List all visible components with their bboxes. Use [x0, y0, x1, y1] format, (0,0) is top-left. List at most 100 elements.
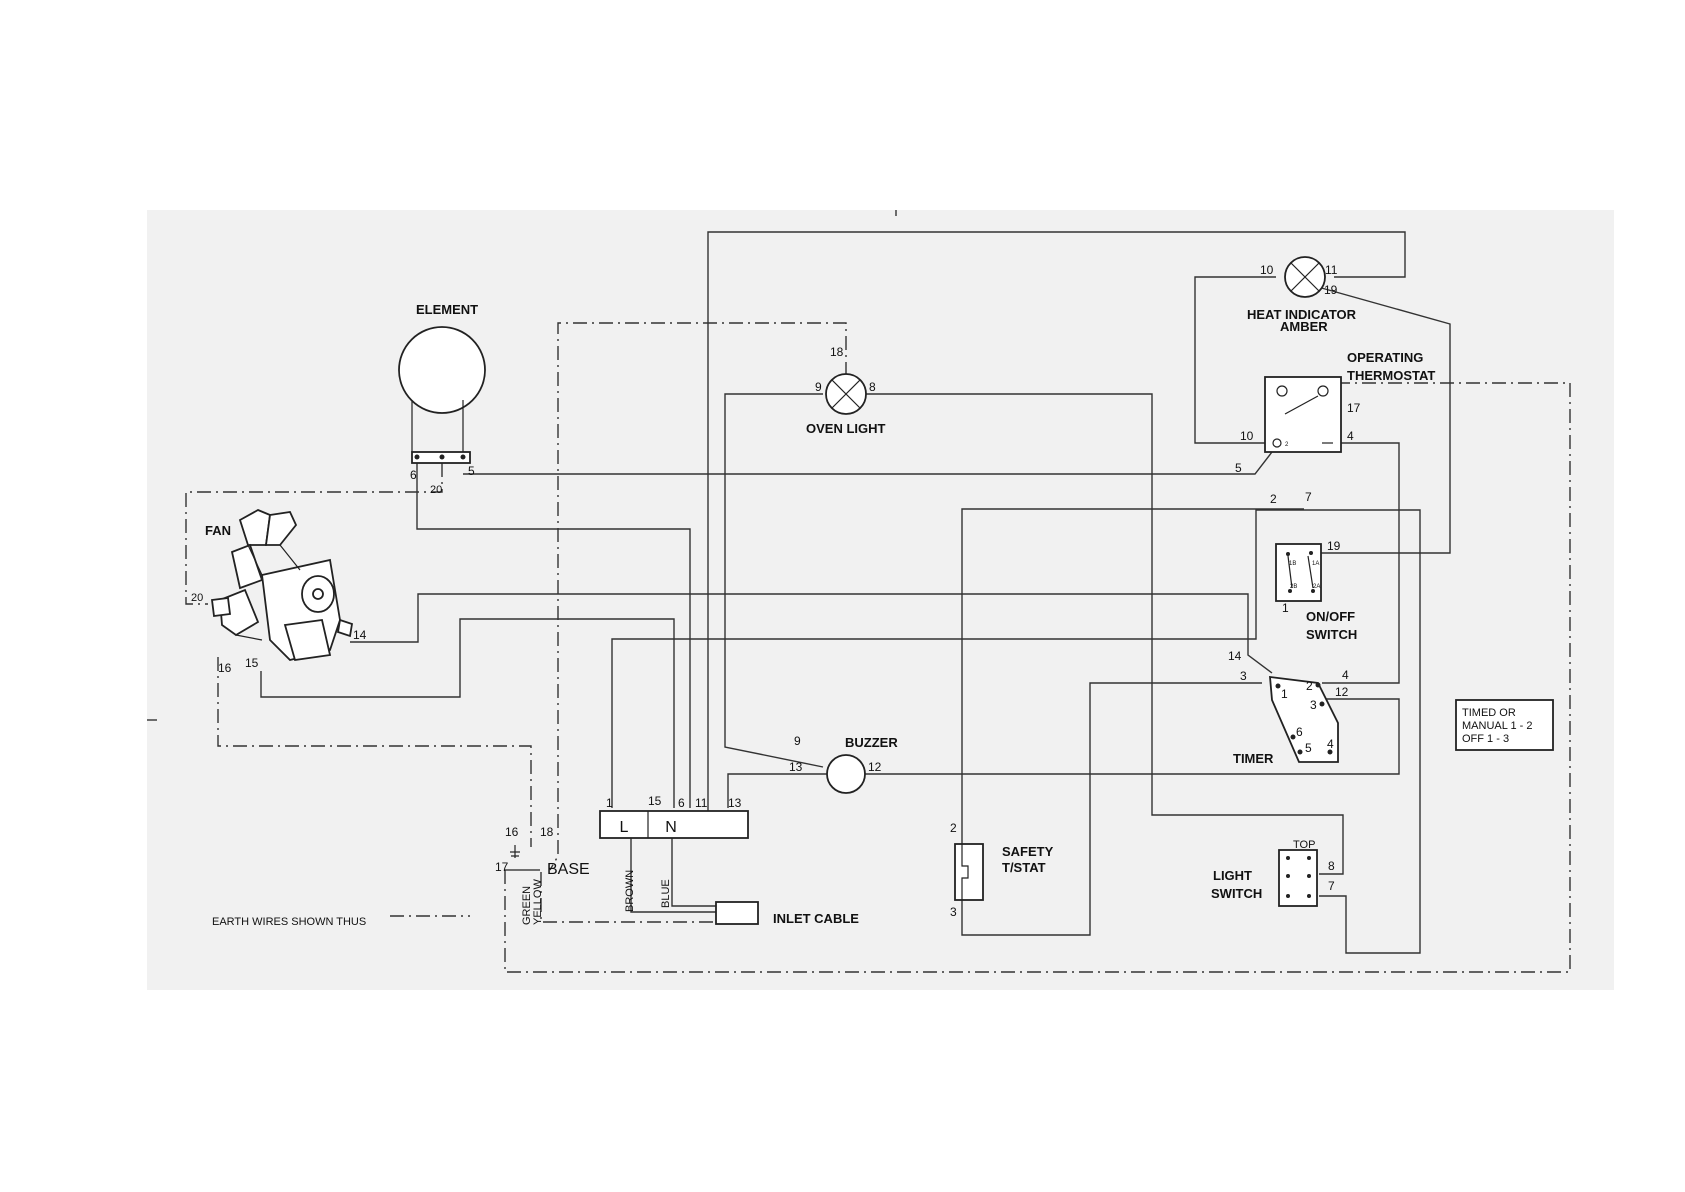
num-block-11: 11 [695, 796, 708, 810]
timer-contact-2 [1315, 682, 1321, 688]
onoff-contact-1a [1309, 551, 1313, 555]
label-timer: TIMER [1233, 751, 1274, 766]
heat-indicator-cross-b [1290, 262, 1320, 292]
wire-brown [630, 838, 716, 913]
onoff-inner-1a: 1A [1312, 561, 1319, 567]
wire-fan15-block6 [260, 618, 675, 808]
earth-wires [185, 322, 1571, 973]
terminal-n: N [665, 819, 677, 836]
light-switch [1278, 849, 1318, 907]
label-tstat: T/STAT [1002, 860, 1046, 875]
timer-contact-6 [1290, 734, 1296, 740]
onoff-contact-2a [1311, 589, 1315, 593]
terminal-block-body [599, 810, 749, 839]
onoff-rocker-b [1307, 555, 1314, 589]
oven-light-cross-b [831, 379, 861, 409]
fan-tab-left [210, 596, 232, 618]
oven-light [825, 373, 867, 415]
num-block-1: 1 [606, 796, 613, 810]
num-light-sw-8: 8 [1328, 859, 1335, 873]
wire-timer12-buzzer12 [865, 698, 1400, 775]
earth-element-fan [185, 463, 443, 605]
label-base: BASE [547, 861, 590, 878]
num-onoff-2: 2 [1270, 492, 1277, 506]
num-fan-20: 20 [191, 592, 203, 604]
earth-ovenlight-base [549, 322, 847, 871]
thermostat-contact-right [1317, 385, 1329, 397]
component-labels: ELEMENT FAN OVEN LIGHT HEAT INDICATOR AM… [205, 302, 1435, 928]
light-switch-pin-1 [1286, 856, 1290, 860]
num-block-13: 13 [728, 796, 742, 810]
onoff-contact-1b [1286, 552, 1290, 556]
wire-onoff7-safety2 [961, 508, 1304, 936]
timer: 1 2 3 4 5 6 [1269, 675, 1339, 763]
wire-blue [671, 838, 716, 907]
safety-thermostat [954, 843, 984, 901]
element [398, 326, 486, 464]
label-buzzer: BUZZER [845, 735, 898, 750]
element-coil [398, 326, 486, 414]
wire-heat19-onoff19 [1311, 286, 1451, 554]
element-terminal-20 [439, 454, 445, 460]
light-switch-pin-4 [1307, 874, 1311, 878]
label-heat-indicator: HEAT INDICATOR [1247, 307, 1357, 322]
num-thermo-10: 10 [1240, 429, 1254, 443]
timer-inner-6: 6 [1296, 725, 1303, 739]
element-terminal-6 [414, 454, 420, 460]
num-timer-12: 12 [1335, 685, 1349, 699]
num-buzzer-13: 13 [789, 760, 803, 774]
wire-thermo4-timer4 [1322, 442, 1400, 684]
num-block-15: 15 [648, 794, 662, 808]
label-light-switch: SWITCH [1211, 886, 1262, 901]
fan-blade-top2 [264, 511, 298, 546]
num-timer-3: 3 [1240, 669, 1247, 683]
num-element-5: 5 [468, 464, 475, 478]
onoff-rocker-a [1287, 555, 1293, 589]
fan-blade-bottom [219, 588, 260, 637]
buzzer [826, 754, 866, 794]
num-buzzer-9: 9 [794, 734, 801, 748]
label-green: GREEN [521, 886, 533, 925]
heat-indicator [1284, 256, 1326, 298]
fan-icon [210, 509, 354, 662]
label-operating: OPERATING [1347, 350, 1423, 365]
base-earth [505, 845, 540, 871]
num-onoff-1: 1 [1282, 601, 1289, 615]
light-switch-pin-6 [1307, 894, 1311, 898]
timer-inner-3: 3 [1310, 698, 1317, 712]
num-onoff-19: 19 [1327, 539, 1341, 553]
num-oven-light-9: 9 [815, 380, 822, 394]
num-oven-light-8: 8 [869, 380, 876, 394]
label-earth-note: EARTH WIRES SHOWN THUS [212, 916, 366, 928]
timer-contact-5 [1297, 749, 1303, 755]
wire-heat10-thermo10 [1194, 276, 1276, 444]
num-fan-16: 16 [218, 661, 232, 675]
num-timer-14: 14 [1228, 649, 1242, 663]
onoff-inner-2a: 2A [1313, 584, 1320, 590]
thermostat-contact-left [1276, 385, 1288, 397]
num-heat-11: 11 [1325, 263, 1338, 277]
num-onoff-7: 7 [1305, 490, 1312, 504]
num-base-16: 16 [505, 825, 519, 839]
timer-contact-1 [1275, 683, 1281, 689]
fan-blade-top [238, 509, 271, 546]
num-buzzer-12: 12 [868, 760, 882, 774]
num-heat-19: 19 [1324, 283, 1338, 297]
num-light-sw-7: 7 [1328, 879, 1335, 893]
num-element-20: 20 [430, 484, 442, 496]
num-safety-3: 3 [950, 905, 957, 919]
num-fan-15: 15 [245, 656, 259, 670]
light-switch-pin-5 [1286, 894, 1290, 898]
fan-shaft [312, 588, 324, 600]
mode-legend-line3: OFF 1 - 3 [1462, 733, 1509, 745]
label-light: LIGHT [1213, 868, 1252, 883]
num-safety-2: 2 [950, 821, 957, 835]
onoff-inner-2b: 2B [1290, 584, 1297, 590]
label-light-switch-top: TOP [1293, 839, 1315, 851]
inlet-cable-plug [715, 901, 759, 925]
operating-thermostat: 2 [1264, 376, 1342, 453]
thermostat-terminal-2 [1272, 438, 1282, 448]
wire-element6-block11 [416, 463, 691, 808]
label-blue: BLUE [660, 879, 672, 908]
